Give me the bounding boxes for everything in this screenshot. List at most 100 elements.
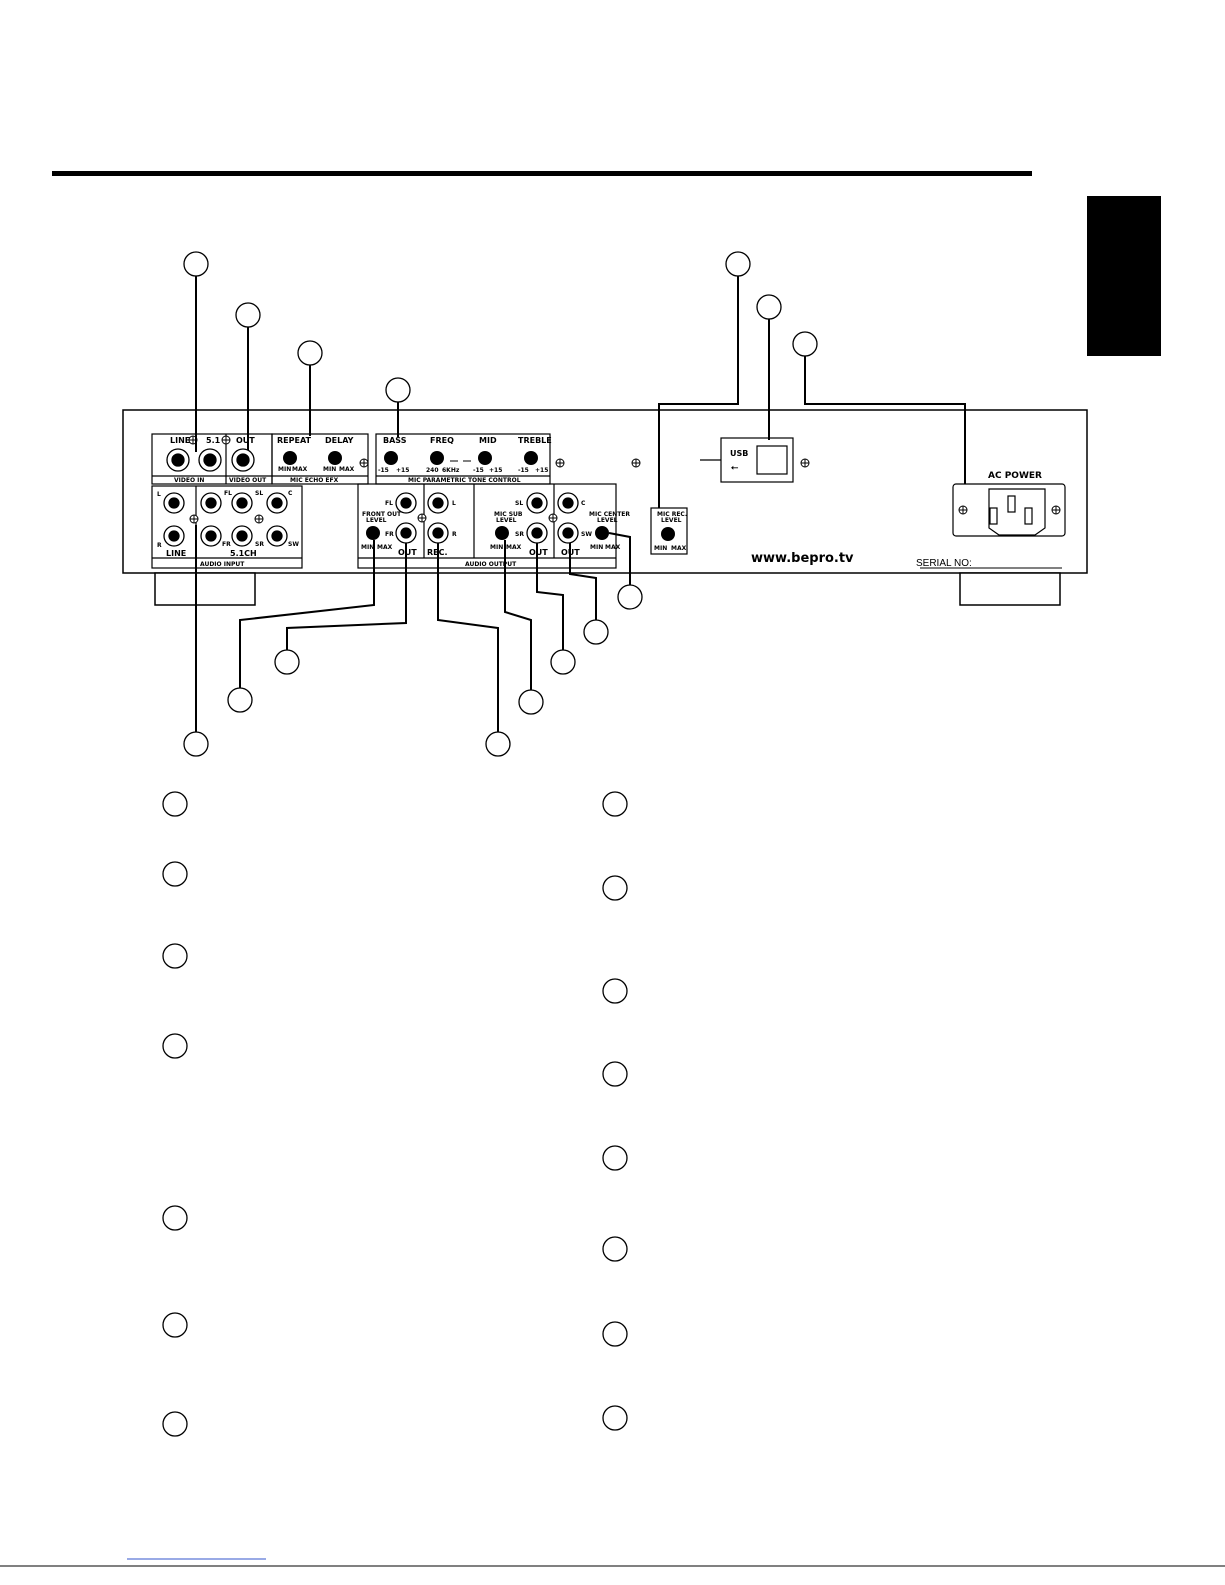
jack-in-fr bbox=[200, 525, 222, 547]
jack-in-l bbox=[163, 492, 185, 514]
in-r-label: R bbox=[157, 542, 162, 549]
ac-pin-left bbox=[989, 507, 998, 525]
callout-circle bbox=[274, 649, 300, 675]
usb-port bbox=[756, 445, 788, 475]
knob-mic-sub-level bbox=[495, 526, 509, 540]
in-line-label: LINE bbox=[166, 549, 186, 558]
jack-video-51 bbox=[198, 448, 222, 472]
screw bbox=[221, 435, 231, 445]
video-out-title: VIDEO OUT bbox=[229, 477, 267, 484]
screw bbox=[1051, 505, 1061, 515]
legend-circle bbox=[602, 1061, 628, 1087]
out-sr-label: SR bbox=[515, 531, 524, 538]
tone-bass-max: +15 bbox=[396, 467, 409, 474]
legend-circle bbox=[162, 1312, 188, 1338]
tone-mid-max: +15 bbox=[489, 467, 502, 474]
ac-power-label: AC POWER bbox=[988, 471, 1042, 481]
jack-in-sr bbox=[231, 525, 253, 547]
video-in-title: VIDEO IN bbox=[174, 477, 204, 484]
leader-12 bbox=[504, 540, 532, 690]
jack-out-fr bbox=[395, 522, 417, 544]
knob-mic-center-level bbox=[595, 526, 609, 540]
leader-5 bbox=[658, 276, 739, 508]
mic-rec-max: MAX bbox=[671, 545, 687, 552]
out-fl-label: FL bbox=[385, 500, 393, 507]
mic-sub-level-label: MIC SUB bbox=[494, 511, 523, 518]
tone-bass-min: -15 bbox=[378, 467, 389, 474]
tone-treble-label: TREBLE bbox=[518, 436, 552, 445]
echo-delay-max: MAX bbox=[339, 466, 355, 473]
mic-sub-min: MIN bbox=[490, 544, 503, 551]
echo-repeat-max: MAX bbox=[292, 466, 308, 473]
jack-out-fl bbox=[395, 492, 417, 514]
screw bbox=[254, 514, 264, 524]
usb-label: USB bbox=[730, 449, 748, 458]
echo-delay-min: MIN bbox=[323, 466, 336, 473]
center-out-label: OUT bbox=[561, 548, 580, 557]
mic-center-level-sub: LEVEL bbox=[597, 517, 618, 524]
jack-in-fl bbox=[200, 492, 222, 514]
out-sl-label: SL bbox=[515, 500, 523, 507]
screw bbox=[555, 458, 565, 468]
section-tab bbox=[1087, 196, 1161, 356]
leader-14 bbox=[569, 543, 597, 620]
mic-rec-level-label: LEVEL bbox=[661, 517, 682, 524]
video-in-51-label: 5.1 bbox=[206, 436, 221, 445]
in-sl-label: SL bbox=[255, 490, 263, 497]
front-out-level-sub: LEVEL bbox=[366, 517, 387, 524]
mic-center-max: MAX bbox=[605, 544, 621, 551]
front-out-level-label: FRONT OUT bbox=[362, 511, 402, 518]
leader-13 bbox=[536, 543, 564, 650]
jack-out-c bbox=[557, 492, 579, 514]
knob-treble bbox=[524, 451, 538, 465]
right-foot bbox=[959, 572, 1061, 606]
front-out-label: OUT bbox=[398, 548, 417, 557]
tone-treble-max: +15 bbox=[535, 467, 548, 474]
knob-mic-rec-level bbox=[661, 527, 675, 541]
tone-freq-max: 6KHz bbox=[442, 467, 460, 474]
callout-circle bbox=[550, 649, 576, 675]
jack-rec-l bbox=[427, 492, 449, 514]
screw bbox=[958, 505, 968, 515]
audio-output-box bbox=[357, 483, 617, 569]
callout-circle bbox=[485, 731, 511, 757]
device-body bbox=[122, 409, 1088, 606]
leader-10 bbox=[286, 543, 407, 650]
legend-circle bbox=[162, 791, 188, 817]
audio-output-title: AUDIO OUTPUT bbox=[465, 561, 517, 568]
ac-pin-right bbox=[1024, 507, 1033, 525]
legend-circle bbox=[162, 1411, 188, 1437]
callout-circle bbox=[756, 294, 782, 320]
callout-circle bbox=[583, 619, 609, 645]
mic-rec-label: MIC REC. bbox=[657, 511, 687, 518]
in-fr-label: FR bbox=[222, 541, 231, 548]
callout-circle bbox=[617, 584, 643, 610]
callout-circle bbox=[518, 689, 544, 715]
callout-circle bbox=[183, 731, 209, 757]
jack-in-sw bbox=[266, 525, 288, 547]
knob-repeat bbox=[283, 451, 297, 465]
legend-circle bbox=[602, 791, 628, 817]
jack-rec-r bbox=[427, 522, 449, 544]
tone-bass-label: BASS bbox=[383, 436, 407, 445]
serial-label: SERIAL NO: bbox=[916, 558, 972, 569]
mic-sub-level-sub: LEVEL bbox=[496, 517, 517, 524]
tone-treble-min: -15 bbox=[518, 467, 529, 474]
legend-circle bbox=[602, 1321, 628, 1347]
legend-circle bbox=[602, 978, 628, 1004]
jack-out-sw bbox=[557, 522, 579, 544]
echo-title: MIC ECHO EFX bbox=[290, 477, 339, 484]
echo-delay-label: DELAY bbox=[325, 436, 354, 445]
in-fl-label: FL bbox=[224, 490, 232, 497]
jack-in-sl bbox=[231, 492, 253, 514]
tone-title: MIC PARAMETRIC TONE CONTROL bbox=[408, 477, 521, 484]
leader-9 bbox=[239, 540, 375, 688]
knob-bass bbox=[384, 451, 398, 465]
out-c-label: C bbox=[581, 500, 586, 507]
audio-input-box bbox=[151, 485, 303, 569]
echo-repeat-min: MIN bbox=[278, 466, 291, 473]
callout-circle bbox=[183, 251, 209, 277]
legend-circle bbox=[162, 1033, 188, 1059]
callout-circle bbox=[227, 687, 253, 713]
tone-freq-min: 240 bbox=[426, 467, 439, 474]
